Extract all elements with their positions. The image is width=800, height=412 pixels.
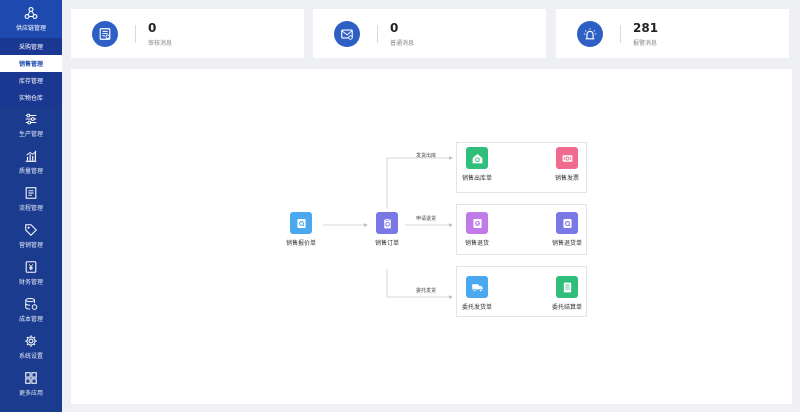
- tag-icon: [25, 223, 37, 236]
- order-icon: [376, 212, 398, 234]
- stat-label: 普通消息: [390, 39, 415, 47]
- network-icon: [24, 7, 38, 19]
- quote-icon: [290, 212, 312, 234]
- node-sales-return-note[interactable]: 销售退货单: [537, 212, 597, 247]
- return-icon: [466, 212, 488, 234]
- card-divider: [377, 24, 378, 43]
- sidebar-item-label: 营销管理: [18, 241, 43, 249]
- card-divider: [135, 24, 136, 43]
- settlement-icon: [556, 276, 578, 298]
- sidebar-item-production[interactable]: 生产管理: [0, 106, 62, 143]
- sidebar-item-more[interactable]: 更多应用: [0, 365, 62, 402]
- node-label: 销售订单: [374, 240, 399, 247]
- audit-icon: [92, 20, 118, 47]
- finance-icon: [25, 260, 37, 273]
- node-consign-settle[interactable]: 委托结算单: [537, 276, 597, 311]
- invoice-icon: [556, 147, 578, 169]
- sidebar-item-process[interactable]: 流程管理: [0, 180, 62, 217]
- card-divider: [620, 24, 621, 43]
- edge-order-consign: [386, 269, 453, 299]
- return-note-icon: [556, 212, 578, 234]
- sidebar-header-label: 供应链管理: [15, 25, 46, 32]
- sidebar-sub-purchase[interactable]: 采购管理: [0, 38, 62, 55]
- chart-icon: [25, 149, 37, 162]
- sidebar-sub-sales[interactable]: 销售管理: [0, 55, 62, 72]
- node-label: 销售退货: [464, 240, 489, 247]
- node-label: 销售报价单: [285, 240, 316, 247]
- stat-label: 审核消息: [148, 39, 173, 47]
- stat-value: 0: [390, 20, 399, 35]
- sliders-icon: [25, 113, 37, 124]
- sidebar-item-finance[interactable]: 财务管理: [0, 254, 62, 291]
- apps-grid-icon: [25, 371, 37, 384]
- node-label: 销售退货单: [551, 240, 582, 247]
- sidebar: 供应链管理 采购管理 销售管理 库存管理 实物仓库 生产管理 质量管理 流程管理…: [0, 0, 62, 412]
- edge-label-apply-return: 申请退货: [416, 216, 437, 222]
- node-label: 销售出库单: [461, 175, 492, 182]
- stat-card-alarm[interactable]: 281 报警消息: [556, 9, 789, 58]
- node-label: 委托发货单: [461, 304, 492, 311]
- node-consign-ship[interactable]: 委托发货单: [447, 276, 507, 311]
- document-icon: [25, 186, 37, 199]
- database-icon: [25, 297, 38, 310]
- flow-connectors: [323, 156, 542, 299]
- stat-value: 281: [633, 20, 659, 35]
- gear-icon: [25, 334, 37, 347]
- main-panel: 发货出库 申请退货 委托发货 销售报价单 销售订单 销售出库单 销售发票 销售退…: [71, 69, 792, 404]
- mail-icon: [334, 20, 360, 47]
- node-sales-outbound[interactable]: 销售出库单: [447, 147, 507, 182]
- sidebar-sub-inventory[interactable]: 库存管理: [0, 72, 62, 89]
- stat-card-audit[interactable]: 0 审核消息: [71, 9, 304, 58]
- sidebar-item-marketing[interactable]: 营销管理: [0, 217, 62, 254]
- sidebar-header-supply-chain[interactable]: 供应链管理: [0, 0, 62, 38]
- node-sales-return[interactable]: 销售退货: [447, 212, 507, 247]
- edge-order-outbound: [386, 156, 453, 209]
- sidebar-item-settings[interactable]: 系统设置: [0, 328, 62, 365]
- sidebar-item-label: 质量管理: [18, 167, 43, 175]
- node-sales-order[interactable]: 销售订单: [357, 212, 417, 247]
- truck-icon: [466, 276, 488, 298]
- stat-value: 0: [148, 20, 157, 35]
- edge-label-consign-ship: 委托发货: [416, 288, 437, 294]
- sidebar-item-label: 流程管理: [18, 204, 43, 212]
- sidebar-item-label: 成本管理: [18, 315, 43, 323]
- sidebar-item-label: 生产管理: [18, 130, 43, 138]
- stat-card-messages[interactable]: 0 普通消息: [313, 9, 546, 58]
- stat-label: 报警消息: [633, 39, 658, 47]
- node-sales-invoice[interactable]: 销售发票: [537, 147, 597, 182]
- node-label: 委托结算单: [551, 304, 582, 311]
- sidebar-item-cost[interactable]: 成本管理: [0, 291, 62, 328]
- node-label: 销售发票: [554, 175, 579, 182]
- edge-label-ship-outbound: 发货出库: [416, 153, 437, 159]
- sidebar-sub-warehouse[interactable]: 实物仓库: [0, 89, 62, 106]
- sidebar-item-label: 财务管理: [18, 278, 43, 286]
- sidebar-item-quality[interactable]: 质量管理: [0, 143, 62, 180]
- sidebar-item-label: 系统设置: [18, 352, 43, 360]
- node-sales-quote[interactable]: 销售报价单: [271, 212, 331, 247]
- warehouse-icon: [466, 147, 488, 169]
- alarm-icon: [577, 20, 603, 47]
- sidebar-item-label: 更多应用: [18, 389, 43, 397]
